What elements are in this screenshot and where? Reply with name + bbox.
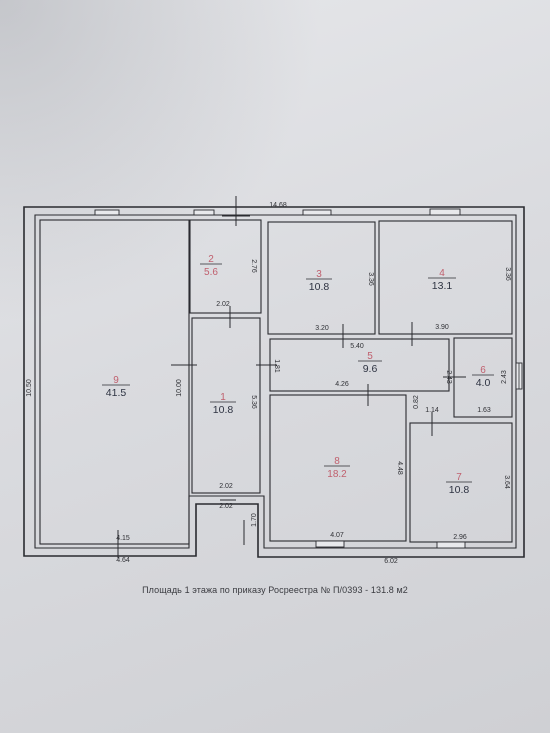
room-1-height-label: 5.36 (250, 395, 257, 409)
door-gap-label: 0.82 (413, 395, 420, 409)
overall-height-label: 10.50 (26, 379, 33, 397)
room-4-outline (378, 220, 513, 335)
room-8-area: 18.2 (327, 469, 347, 480)
room-2-width-label: 2.02 (216, 301, 230, 308)
room-9-height-label: 10.00 (176, 379, 183, 397)
overall-width-label: 14.68 (269, 202, 287, 209)
window (193, 209, 215, 216)
room-4-width-label: 3.90 (435, 324, 449, 331)
corridor-length-label: 5.40 (350, 343, 364, 350)
room-1-bottom-width-label: 2.02 (219, 483, 233, 490)
room-9-area: 41.5 (106, 387, 127, 399)
window (302, 209, 332, 216)
room-7-top-label: 1.14 (425, 407, 439, 414)
room-6-width-label: 1.63 (477, 407, 491, 414)
room-7-number: 7 (456, 472, 462, 483)
room-7-area: 10.8 (449, 484, 470, 496)
window (315, 540, 345, 548)
window (436, 541, 466, 549)
outer-wall-inner (34, 214, 517, 549)
room-6-number: 6 (480, 365, 486, 376)
window (94, 209, 120, 216)
room-5-number: 5 (367, 351, 373, 362)
porch-height-label: 1.70 (251, 513, 258, 527)
room-1-area: 10.8 (213, 404, 234, 416)
plan-caption: Площадь 1 этажа по приказу Росреестра № … (142, 585, 408, 595)
room-9-number: 9 (113, 375, 119, 386)
room-6-area: 4.0 (476, 377, 491, 389)
room-8-width-label: 4.07 (330, 532, 344, 539)
outer-wall (23, 206, 525, 558)
room-3-outline (267, 221, 376, 335)
room-4-height-label: 3.36 (504, 267, 511, 281)
room-1-number: 1 (220, 392, 226, 403)
room-9-inner-width-label: 4.15 (116, 535, 130, 542)
room-8-top-label: 4.26 (335, 381, 349, 388)
corridor-height-label: 1.81 (273, 359, 280, 373)
room-2-outline (189, 219, 262, 314)
room-2-area: 5.6 (204, 267, 218, 278)
room-4-number: 4 (439, 268, 445, 279)
room-5-area: 9.6 (363, 363, 378, 375)
room-7-width-label: 2.96 (453, 534, 467, 541)
room-6-height-label: 2.43 (445, 370, 452, 384)
room-8-outline (269, 394, 407, 542)
room-3-number: 3 (316, 269, 322, 280)
room-8-number: 8 (334, 456, 340, 467)
room-3-width-label: 3.20 (315, 325, 329, 332)
room-4-area: 13.1 (432, 280, 453, 292)
room-7-height-label: 3.64 (503, 475, 510, 489)
room-1-outline (191, 317, 261, 494)
porch-width-label: 2.02 (219, 503, 233, 510)
room-9-outline (39, 219, 190, 545)
room-3-height-label: 3.36 (367, 272, 374, 286)
window (429, 208, 461, 216)
room-3-area: 10.8 (309, 281, 330, 293)
room-8-height-label: 4.48 (396, 461, 403, 475)
room-9-outer-width-label: 4.64 (116, 557, 130, 564)
bottom-width-label: 6.02 (384, 558, 398, 565)
room-6-right-label: 2.43 (501, 370, 508, 384)
room-2-height-label: 2.76 (250, 259, 257, 273)
room-2-number: 2 (208, 254, 214, 265)
